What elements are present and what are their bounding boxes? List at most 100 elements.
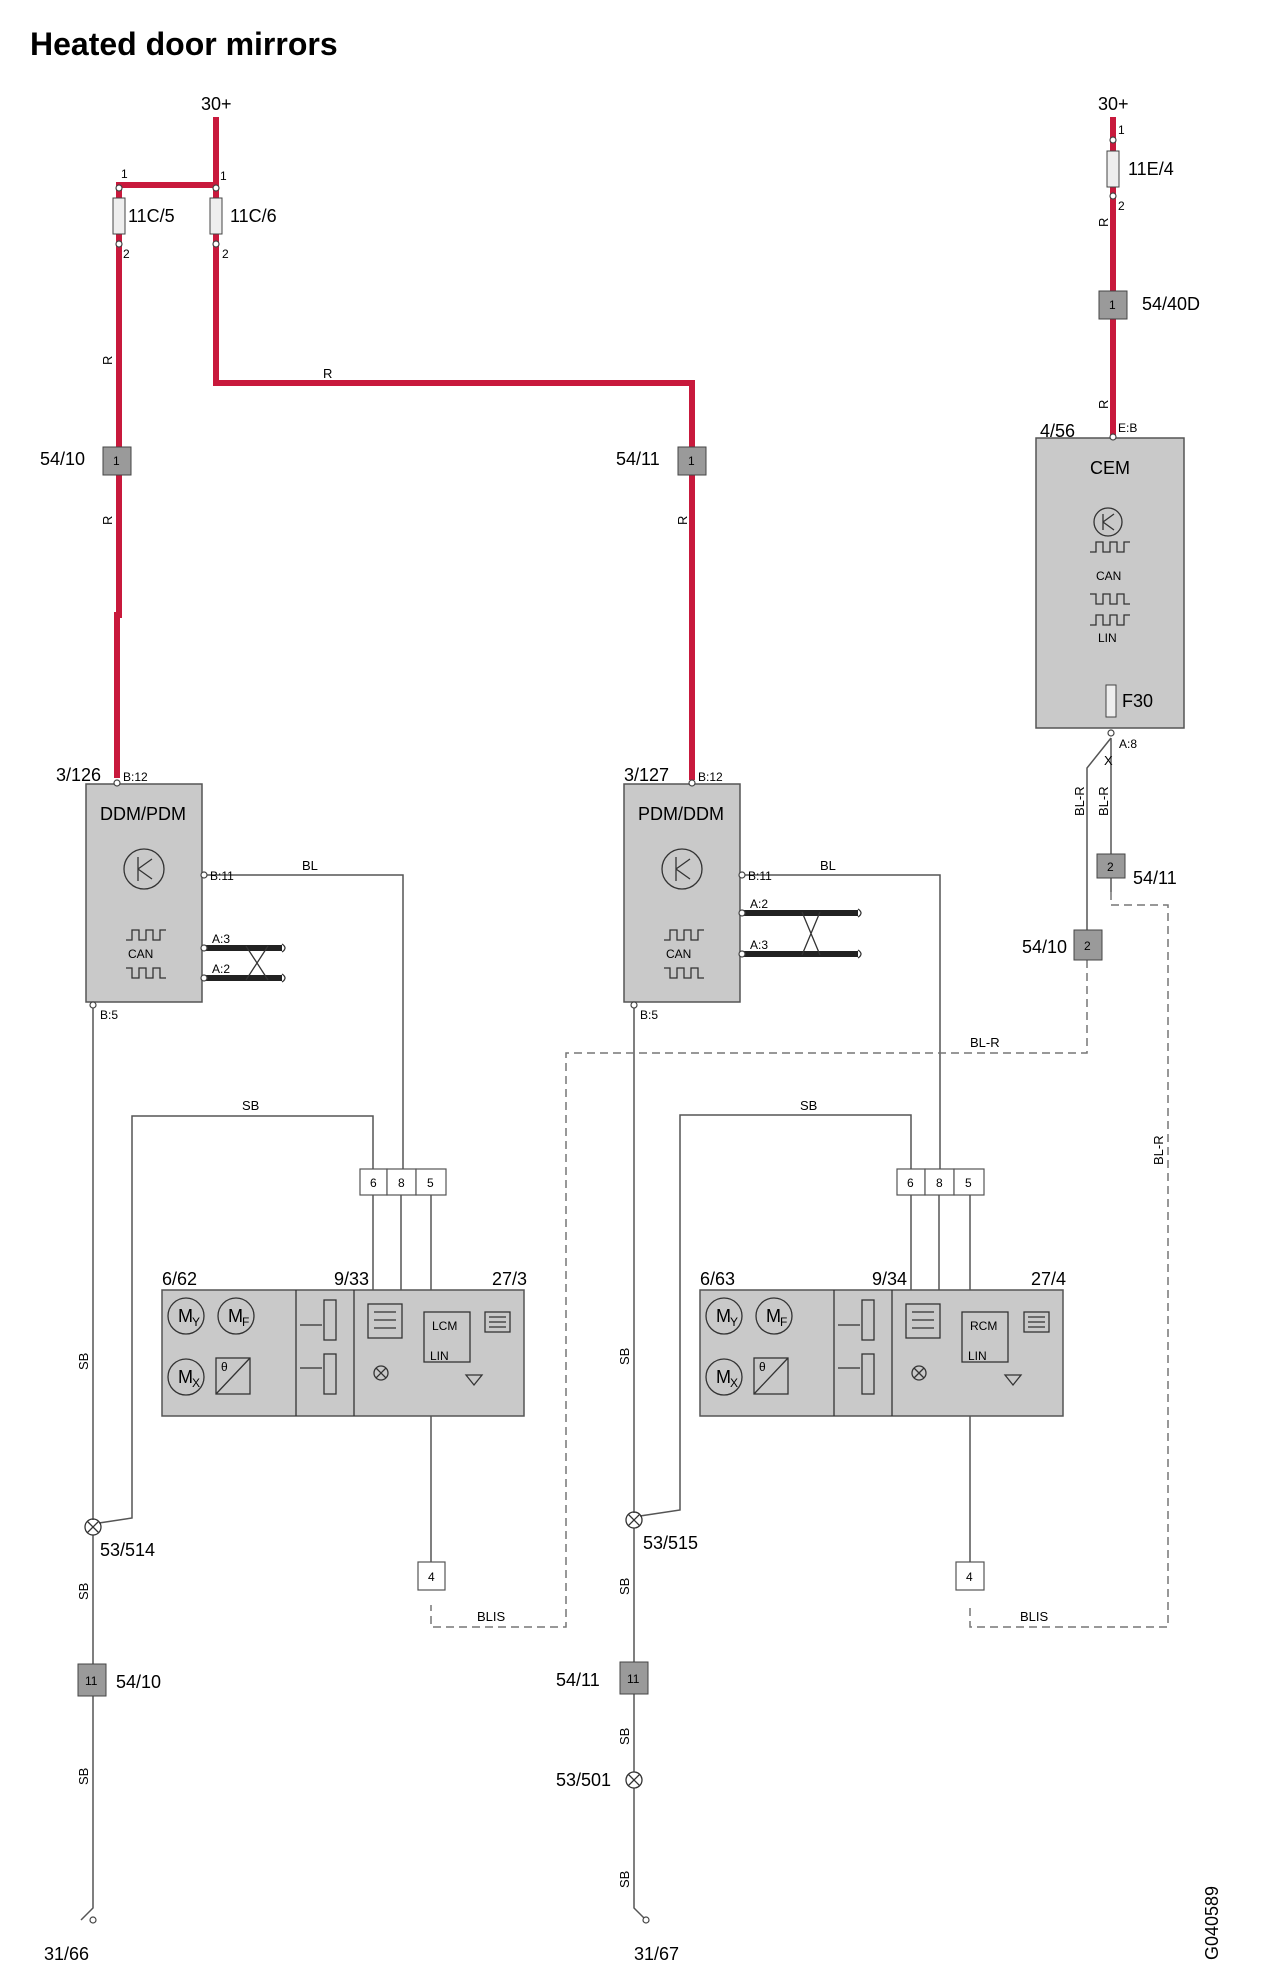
connector-label-5410-cem: 54/10 [1022, 937, 1067, 957]
right-module-id: 3/127 [624, 765, 669, 785]
connector-pin: 11 [85, 1674, 98, 1688]
pin-box-right-5 [953, 1168, 985, 1196]
ground-label-53501: 53/501 [556, 1770, 611, 1790]
motor-symbol-sub: Y [730, 1315, 738, 1329]
wire-label: R [1096, 400, 1111, 409]
module-pin-label: A:2 [750, 897, 768, 911]
motor-symbol-sub: X [730, 1376, 738, 1390]
pin-label: 2 [123, 247, 130, 261]
mirror-left-heat-id: 27/3 [492, 1269, 527, 1289]
motor-symbol: M [716, 1306, 731, 1326]
ground-symbols [84, 1511, 650, 1924]
red-wire-middle [213, 185, 695, 780]
mirror-left-motor-id: 6/62 [162, 1269, 197, 1289]
pin-box-right-8 [924, 1168, 955, 1196]
connector-label-5410-bottom: 54/10 [116, 1672, 161, 1692]
pin-box-blis-right [955, 1561, 985, 1591]
wire-label: BL-R [1096, 786, 1111, 816]
cem-can-label: CAN [1096, 569, 1121, 583]
pdm-ddm-module [623, 779, 746, 1009]
left-module-name: DDM/PDM [100, 804, 186, 824]
document-code: G040589 [1202, 1886, 1222, 1960]
module-pin-label: B:11 [748, 869, 772, 883]
can-bus-left [204, 943, 286, 983]
motor-symbol-sub: F [242, 1315, 249, 1329]
theta-symbol: θ [221, 1360, 228, 1374]
wire-label: SB [617, 1728, 632, 1745]
wire-label: SB [617, 1348, 632, 1365]
wire-label: BL [820, 858, 836, 873]
connector-pin: 1 [688, 454, 695, 468]
supply-label-right: 30+ [1098, 94, 1129, 114]
ground-label-3167: 31/67 [634, 1944, 679, 1964]
mirror-left [161, 1289, 525, 1417]
cem-fuse-label: F30 [1122, 691, 1153, 711]
pin-box-left-5 [415, 1168, 447, 1196]
pin-label: 2 [222, 247, 229, 261]
page-title: Heated door mirrors [30, 26, 338, 62]
ground-label-53515: 53/515 [643, 1533, 698, 1553]
supply-label-left: 30+ [201, 94, 232, 114]
connector-5411-cem [1096, 853, 1126, 879]
cem-pin-eb: E:B [1118, 421, 1137, 435]
connector-pin: 8 [936, 1176, 943, 1190]
mirror-left-lamp: LCM [432, 1319, 457, 1333]
pin-label: 1 [220, 169, 227, 183]
right-module-name: PDM/DDM [638, 804, 724, 824]
fuse-label-11c6: 11C/6 [230, 206, 277, 226]
connector-pin: 2 [1107, 860, 1114, 874]
cem-name: CEM [1090, 458, 1130, 478]
wire-label: R [1096, 218, 1111, 227]
theta-symbol: θ [759, 1360, 766, 1374]
mirror-right-heat-id: 27/4 [1031, 1269, 1066, 1289]
wire-label: BL-R [970, 1035, 1000, 1050]
left-can-label: CAN [128, 947, 153, 961]
module-pin-label: B:5 [100, 1008, 118, 1022]
mirror-left-lin: LIN [430, 1349, 449, 1363]
mirror-left-pot-id: 9/33 [334, 1269, 369, 1289]
wire-label: R [323, 366, 332, 381]
mirror-right [699, 1289, 1064, 1417]
wire-label: BL-R [1151, 1135, 1166, 1165]
wire-label: SB [76, 1583, 91, 1600]
connector-label-5411-bottom: 54/11 [556, 1670, 600, 1690]
module-pin-label: A:2 [212, 962, 230, 976]
motor-symbol: M [766, 1306, 781, 1326]
connector-5440d [1098, 290, 1128, 320]
pin-box-left-6 [359, 1168, 388, 1196]
connector-pin: 6 [370, 1176, 377, 1190]
connector-5410-top [102, 446, 132, 476]
module-pin-label: B:12 [698, 770, 723, 784]
wire-label: BLIS [477, 1609, 506, 1624]
cem-id: 4/56 [1040, 421, 1075, 441]
connector-pin: 5 [427, 1176, 434, 1190]
wire-label: SB [76, 1768, 91, 1785]
dashed-wires [430, 892, 1169, 1628]
connector-label-5410: 54/10 [40, 449, 85, 469]
motor-symbol: M [178, 1306, 193, 1326]
connector-5410-cem [1073, 929, 1103, 961]
connector-pin: 1 [113, 454, 120, 468]
motor-symbol-sub: X [192, 1376, 200, 1390]
connector-label-5411-cem: 54/11 [1133, 868, 1177, 888]
pin-label: 1 [1118, 123, 1125, 137]
connector-5411-top [677, 446, 707, 476]
signal-wires [80, 737, 1112, 1921]
ground-label-53514: 53/514 [100, 1540, 155, 1560]
connector-label-5411: 54/11 [616, 449, 660, 469]
wire-label: SB [800, 1098, 817, 1113]
connector-pin: 4 [428, 1570, 435, 1584]
cem-lin-label: LIN [1098, 631, 1117, 645]
motor-symbol: M [716, 1367, 731, 1387]
wire-label: SB [617, 1578, 632, 1595]
fuse-label-11e4: 11E/4 [1128, 159, 1174, 179]
motor-symbol: M [178, 1367, 193, 1387]
can-bus-right [742, 908, 862, 959]
connector-pin: 2 [1084, 939, 1091, 953]
pin-label: 2 [1118, 199, 1125, 213]
wire-label: BL [302, 858, 318, 873]
wire-label: SB [617, 1871, 632, 1888]
module-pin-label: B:12 [123, 770, 148, 784]
connector-pin: 5 [965, 1176, 972, 1190]
wire-label: SB [242, 1098, 259, 1113]
